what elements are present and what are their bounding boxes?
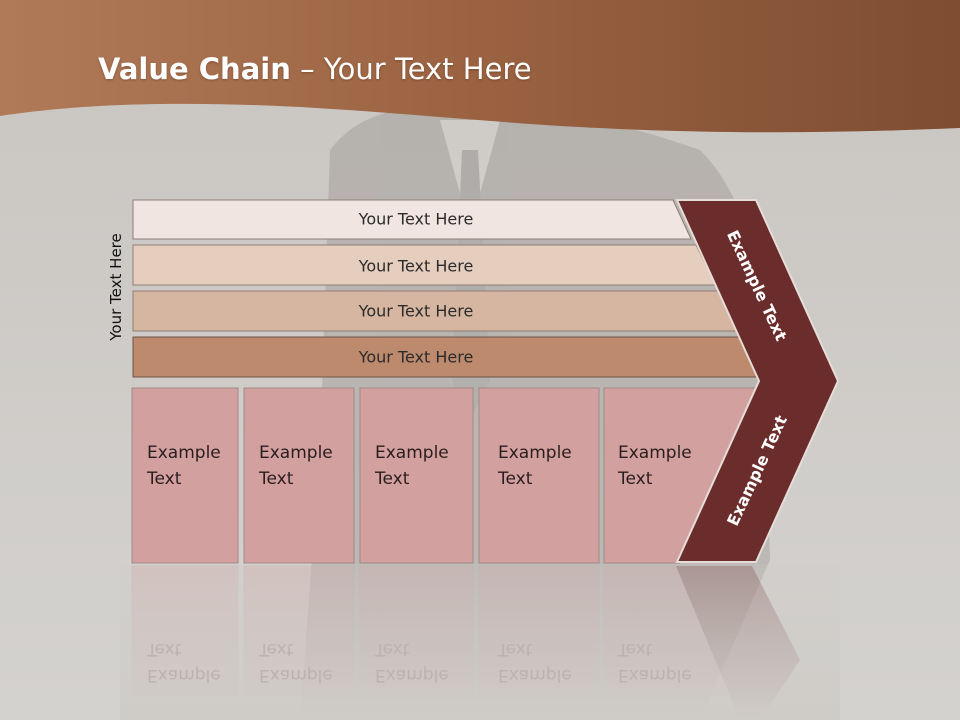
column-text-5-line1: Example	[618, 443, 692, 463]
reflection-text-4: Example Text	[498, 639, 572, 685]
column-text-3-line1: Example	[375, 443, 449, 463]
title-bold: Value Chain	[98, 52, 291, 86]
chevron-arrow	[675, 199, 840, 563]
column-text-3: Example Text	[375, 440, 449, 492]
reflection-fade	[120, 564, 840, 720]
column-box-1	[131, 387, 239, 564]
column-text-4-line1: Example	[498, 443, 572, 463]
reflection-text-2: Example Text	[259, 639, 333, 685]
row-bar-1	[132, 199, 692, 240]
page-title: Value Chain – Your Text Here	[98, 52, 532, 86]
reflection-text-1: Example Text	[147, 639, 221, 685]
column-text-2-line1: Example	[259, 443, 333, 463]
title-rest: – Your Text Here	[290, 52, 532, 86]
column-text-2: Example Text	[259, 440, 333, 492]
column-box-4	[478, 387, 600, 564]
column-box-3	[359, 387, 474, 564]
column-text-5-line2: Text	[618, 469, 653, 489]
row-label-4: Your Text Here	[358, 347, 474, 367]
column-box-2	[243, 387, 355, 564]
column-text-1-line2: Text	[147, 469, 182, 489]
row-label-2: Your Text Here	[358, 256, 474, 276]
column-text-2-line2: Text	[259, 469, 294, 489]
row-label-1: Your Text Here	[358, 209, 474, 229]
column-text-1: Example Text	[147, 440, 221, 492]
column-text-4-line2: Text	[498, 469, 533, 489]
column-text-4: Example Text	[498, 440, 572, 492]
column-text-3-line2: Text	[375, 469, 410, 489]
side-label: Your Text Here	[107, 233, 125, 341]
reflection-text-3: Example Text	[375, 639, 449, 685]
column-text-5: Example Text	[618, 440, 692, 492]
row-label-3: Your Text Here	[358, 301, 474, 321]
column-text-1-line1: Example	[147, 443, 221, 463]
reflection-text-5: Example Text	[618, 639, 692, 685]
header-banner	[0, 0, 960, 133]
